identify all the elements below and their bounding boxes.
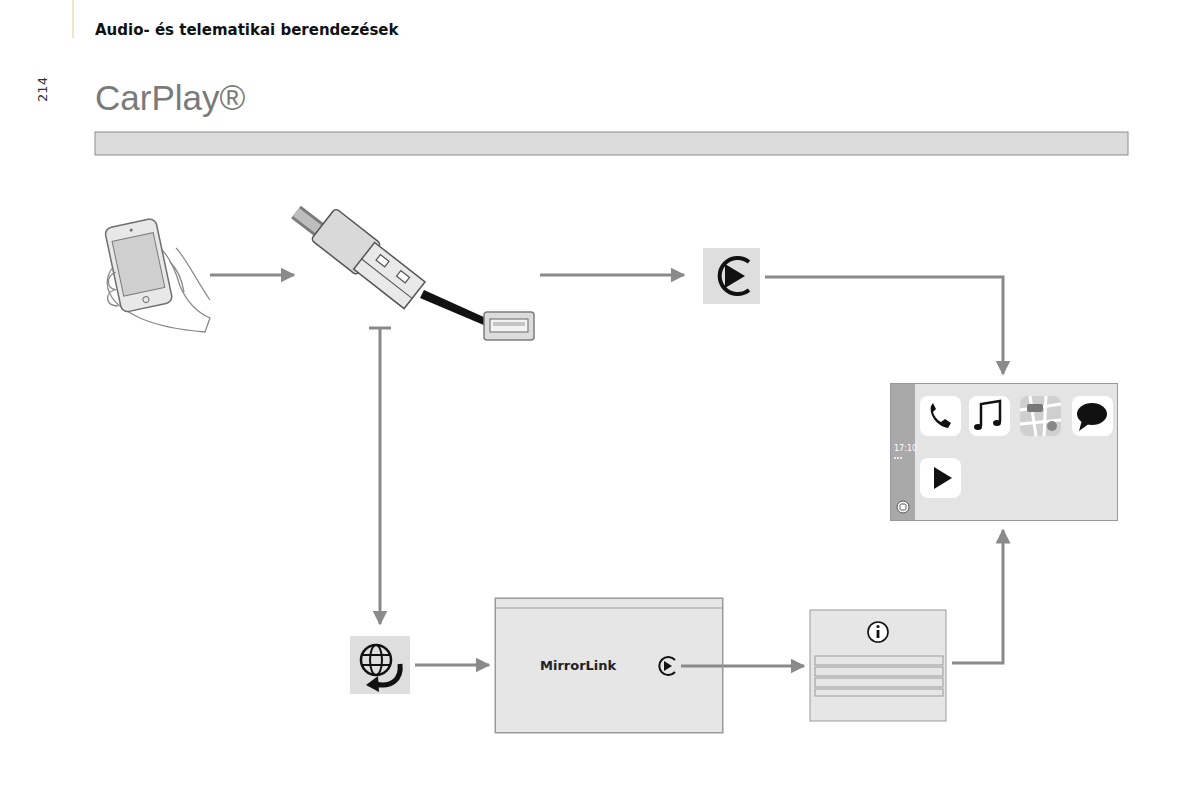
usb-port	[484, 312, 534, 340]
page-title: CarPlay®	[95, 78, 245, 118]
drawing-part	[495, 608, 723, 609]
drawing-part	[920, 458, 961, 498]
drawing-part	[366, 676, 379, 692]
flow-arrow	[765, 277, 1003, 374]
flow-arrow	[952, 530, 1003, 663]
drawing-part	[108, 262, 184, 306]
drawing-part	[725, 264, 745, 288]
drawing-part	[176, 248, 210, 300]
drawing-part	[361, 645, 391, 675]
leader-line	[420, 290, 486, 326]
drawing-part	[1027, 404, 1043, 412]
drawing-part	[370, 645, 382, 675]
info-screen	[810, 610, 946, 721]
drawing-part	[969, 396, 1010, 436]
globe-icon	[350, 636, 410, 694]
drawing-part	[493, 322, 525, 326]
phone-illustration	[104, 218, 210, 332]
drawing-part	[104, 218, 173, 313]
drawing-part	[815, 689, 943, 696]
drawing-part	[810, 610, 946, 721]
clock-time: 17:10	[894, 444, 917, 453]
carplay-screen: 17:10	[890, 383, 1118, 521]
drawing-part	[897, 501, 909, 513]
flow-arrow	[540, 274, 684, 277]
drawing-part	[920, 396, 961, 436]
drawing-part	[376, 664, 400, 685]
drawing-part	[659, 657, 675, 675]
drawing-part	[112, 233, 165, 297]
drawing-part	[1077, 403, 1107, 425]
drawing-part	[974, 424, 982, 430]
heading-bar	[95, 132, 1128, 155]
drawing-part	[900, 504, 906, 510]
drawing-part	[890, 383, 1118, 521]
drawing-part	[664, 661, 672, 671]
drawing-part	[894, 457, 896, 459]
drawing-part	[104, 218, 173, 313]
drawing-part	[296, 212, 322, 232]
drawing-part	[815, 678, 943, 687]
drawing-part	[815, 667, 943, 676]
drawing-part	[993, 420, 1001, 426]
drawing-part	[354, 242, 425, 308]
drawing-part	[296, 212, 322, 232]
drawing-part	[815, 656, 943, 665]
carplay-screen	[890, 383, 1118, 521]
drawing-part	[350, 636, 410, 694]
flow-arrow	[681, 665, 804, 668]
running-header: Audio- és telematikai berendezések	[95, 21, 398, 39]
drawing-part	[934, 467, 952, 489]
drawing-part	[362, 259, 412, 298]
drawing-part	[877, 630, 880, 638]
drawing-part	[142, 296, 149, 303]
flow-arrow	[415, 664, 489, 667]
page-number: 214	[35, 77, 50, 102]
drawing-part	[311, 208, 427, 311]
drawing-part	[361, 664, 391, 666]
drawing-part	[376, 255, 389, 267]
drawing-part	[1079, 420, 1090, 431]
drawing-part	[1047, 421, 1057, 431]
drawing-part	[900, 457, 902, 459]
mirrorlink-window: MirrorLink	[495, 598, 723, 733]
drawing-part	[484, 312, 534, 340]
drawing-part	[1072, 396, 1113, 436]
drawing-part	[876, 625, 879, 628]
app-name: MirrorLink	[540, 658, 616, 673]
usb-plug	[296, 208, 427, 311]
play-icon	[703, 248, 760, 304]
flow-arrow	[379, 328, 382, 624]
drawing-part	[981, 401, 1000, 426]
header-accent	[72, 0, 74, 38]
drawing-part	[397, 271, 410, 283]
drawing-part	[703, 248, 760, 304]
drawing-part	[1020, 396, 1061, 436]
drawing-part	[129, 228, 133, 232]
drawing-part	[897, 457, 899, 459]
drawing-part	[868, 622, 888, 642]
drawing-part	[1020, 396, 1061, 436]
drawing-part	[931, 403, 951, 428]
flow-arrow	[210, 274, 294, 277]
drawing-part	[490, 319, 528, 332]
drawing-part	[361, 654, 391, 656]
drawing-part	[720, 258, 749, 294]
